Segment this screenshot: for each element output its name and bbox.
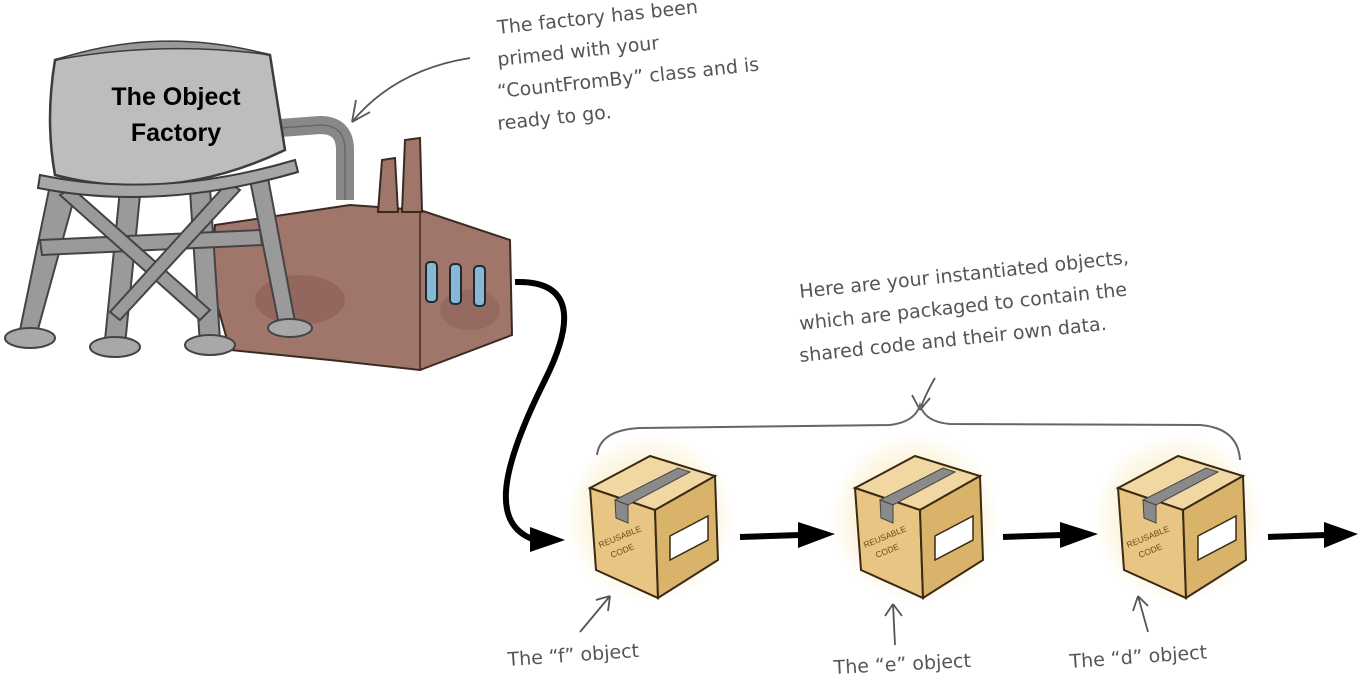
object-label-d: The “d” object: [1068, 641, 1208, 673]
object-box-d: REUSABLE CODE: [1093, 433, 1263, 603]
object-box-f: REUSABLE CODE: [565, 433, 735, 603]
factory-note-line2: primed with your: [496, 32, 660, 71]
object-box-e: REUSABLE CODE: [830, 433, 1000, 603]
factory-title-line2: Factory: [131, 119, 221, 147]
object-label-e: The “e” object: [832, 650, 971, 679]
arrow-e-to-d: [1003, 535, 1062, 537]
factory-title-line1: The Object: [111, 83, 241, 111]
object-label-f: The “f” object: [506, 640, 640, 671]
object-labels: The “f” object The “e” object The “d” ob…: [506, 596, 1208, 679]
arrow-f-to-e: [740, 535, 800, 537]
factory-note-line4: ready to go.: [496, 101, 612, 135]
factory-annotation: The factory has been primed with your “C…: [352, 0, 760, 135]
factory-note-line1: The factory has been: [495, 0, 699, 39]
factory-illustration: The Object Factory: [5, 41, 512, 370]
objects-annotation: Here are your instantiated objects, whic…: [597, 246, 1240, 460]
arrow-d-out: [1268, 535, 1326, 537]
factory-output-arrow: [506, 282, 564, 540]
